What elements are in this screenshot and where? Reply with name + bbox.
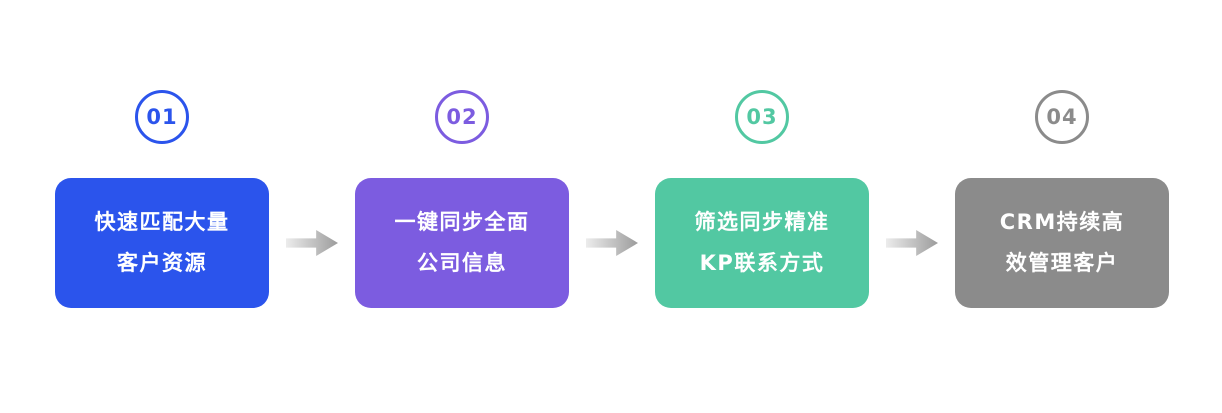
step-card-line2: 客户资源 xyxy=(117,251,207,275)
step-card-line1: 快速匹配大量 xyxy=(94,210,230,234)
step-card-line1: 筛选同步精准 xyxy=(694,210,830,234)
step-item: 04 CRM持续高 效管理客户 xyxy=(955,90,1169,308)
step-card: 筛选同步精准 KP联系方式 xyxy=(655,178,869,308)
step-card-line1: 一键同步全面 xyxy=(394,210,530,234)
step-card-line2: 公司信息 xyxy=(417,251,507,275)
step-item: 02 一键同步全面 公司信息 xyxy=(355,90,569,308)
arrow-right-shape xyxy=(586,230,638,256)
step-card: CRM持续高 效管理客户 xyxy=(955,178,1169,308)
step-number-badge: 03 xyxy=(735,90,789,144)
step-card-line1: CRM持续高 xyxy=(999,210,1125,234)
arrow-right-shape xyxy=(886,230,938,256)
step-number-badge: 02 xyxy=(435,90,489,144)
step-item: 01 快速匹配大量 客户资源 xyxy=(55,90,269,308)
step-card: 一键同步全面 公司信息 xyxy=(355,178,569,308)
arrow-right-icon xyxy=(269,230,355,256)
step-item: 03 筛选同步精准 KP联系方式 xyxy=(655,90,869,308)
arrow-right-icon xyxy=(869,230,955,256)
step-card-line2: 效管理客户 xyxy=(1005,251,1119,275)
step-number-badge: 01 xyxy=(135,90,189,144)
arrow-right-shape xyxy=(286,230,338,256)
step-card-line2: KP联系方式 xyxy=(699,251,825,275)
arrow-right-icon xyxy=(569,230,655,256)
process-flow-diagram: 01 快速匹配大量 客户资源 02 一键同步全面 公司信息 03 筛选同步精准 … xyxy=(55,90,1169,308)
step-card: 快速匹配大量 客户资源 xyxy=(55,178,269,308)
step-number-badge: 04 xyxy=(1035,90,1089,144)
